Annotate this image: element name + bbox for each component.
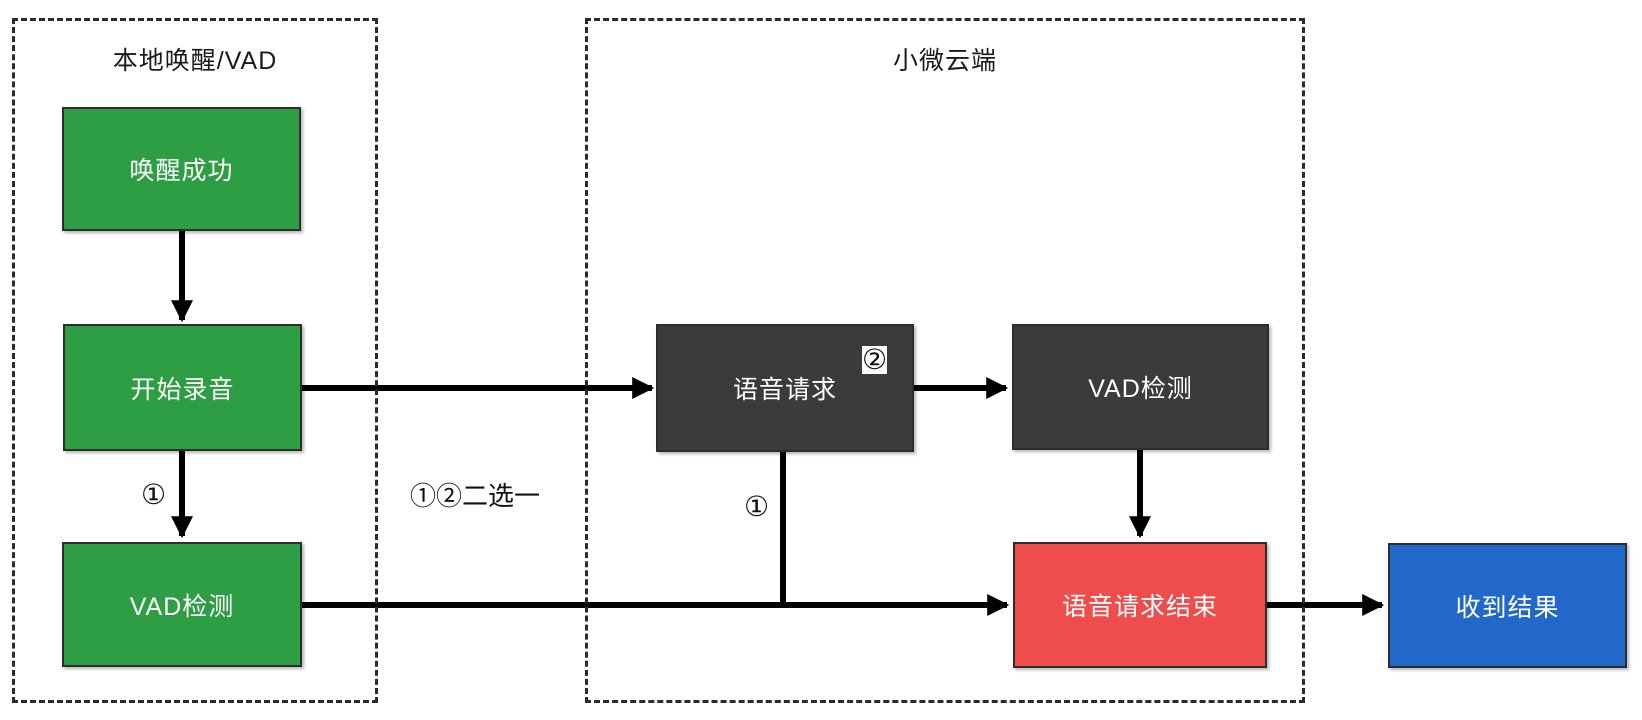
container-xiaowei-cloud: 小微云端 <box>585 18 1305 703</box>
node-local-vad-detect: VAD检测 <box>62 542 302 667</box>
node-label: 语音请求 <box>732 376 837 404</box>
edge-label-circle2: ② <box>862 344 888 375</box>
node-label: 开始录音 <box>130 375 235 404</box>
node-start-recording: 开始录音 <box>63 324 302 451</box>
node-label: 语音请求结束 <box>1061 593 1218 621</box>
node-label: 唤醒成功 <box>129 157 234 185</box>
node-label: 收到结果 <box>1455 593 1560 622</box>
edge-label-circle1-cloud: ① <box>744 491 770 522</box>
node-label: VAD检测 <box>129 592 235 621</box>
node-label: VAD检测 <box>1088 375 1193 403</box>
node-voice-request: 语音请求 <box>656 324 914 452</box>
container-local-wake-vad: 本地唤醒/VAD <box>12 18 378 703</box>
node-wake-success: 唤醒成功 <box>62 107 301 231</box>
container-local-title: 本地唤醒/VAD <box>112 47 278 75</box>
edge-label-circle1-local: ① <box>141 479 167 510</box>
node-cloud-vad-detect: VAD检测 <box>1012 324 1269 450</box>
node-result-received: 收到结果 <box>1388 543 1627 668</box>
node-voice-request-end: 语音请求结束 <box>1013 542 1267 668</box>
edge-label-choice-note: ①②二选一 <box>410 481 541 511</box>
container-cloud-title: 小微云端 <box>892 47 997 75</box>
